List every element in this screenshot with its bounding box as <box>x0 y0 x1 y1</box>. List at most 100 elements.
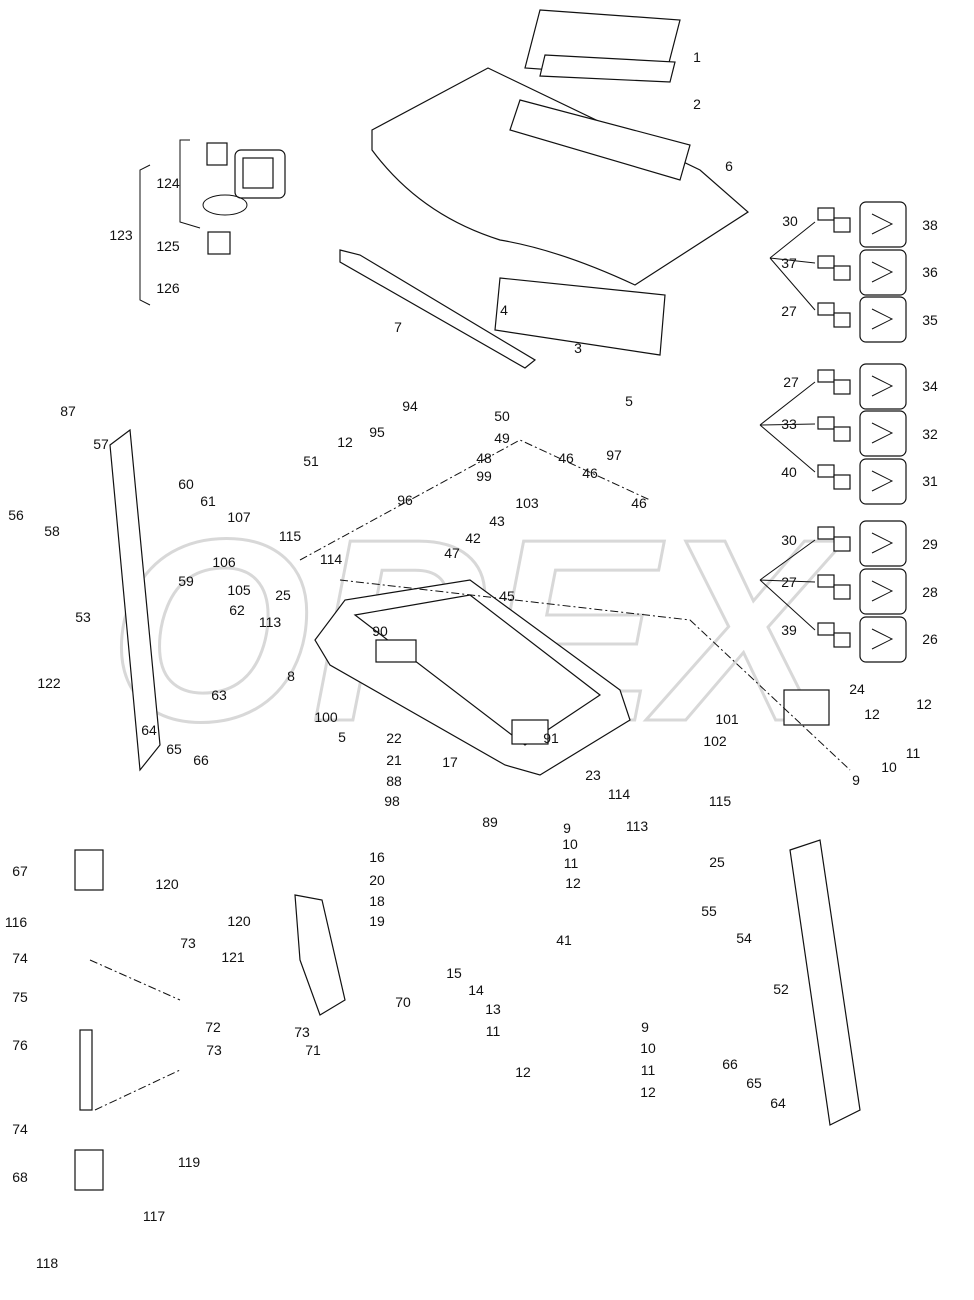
leader-lines <box>89 221 851 1111</box>
part-label: 117 <box>143 1208 166 1224</box>
part-label: 115 <box>709 793 732 809</box>
part-label: 2 <box>693 96 701 112</box>
part-label: 107 <box>227 509 251 525</box>
part-label: 63 <box>211 687 227 703</box>
part-label: 25 <box>709 854 725 870</box>
part-label: 22 <box>386 730 402 746</box>
part-label: 13 <box>485 1001 501 1017</box>
part-label: 42 <box>465 530 481 546</box>
part-label: 115 <box>279 528 302 544</box>
part-label: 15 <box>446 965 462 981</box>
part-label: 71 <box>305 1042 321 1058</box>
part-label: 55 <box>701 903 717 919</box>
part-label: 12 <box>916 696 932 712</box>
part-label: 12 <box>337 434 353 450</box>
part-label: 41 <box>556 932 572 948</box>
part-label: 87 <box>60 403 76 419</box>
part-label: 14 <box>468 982 484 998</box>
part-label: 23 <box>585 767 601 783</box>
part-label: 26 <box>922 631 938 647</box>
part-label: 57 <box>93 436 109 452</box>
part-label: 122 <box>37 675 61 691</box>
wiper-icon <box>817 458 907 505</box>
part-label: 102 <box>703 733 727 749</box>
part-label: 11 <box>641 1062 656 1078</box>
part-label: 52 <box>773 981 789 997</box>
part-label: 21 <box>386 752 402 768</box>
part-label: 37 <box>781 255 797 271</box>
part-label: 50 <box>494 408 510 424</box>
part-label: 94 <box>402 398 418 414</box>
part-label: 119 <box>178 1154 201 1170</box>
part-label: 90 <box>372 623 388 639</box>
part-label: 30 <box>782 213 798 229</box>
part-label: 113 <box>626 818 649 834</box>
part-label: 96 <box>397 492 413 508</box>
part-label: 11 <box>486 1023 501 1039</box>
part-label: 120 <box>155 876 179 892</box>
part-label: 98 <box>384 793 400 809</box>
part-label: 19 <box>369 913 385 929</box>
part-label: 89 <box>482 814 498 830</box>
part-label: 126 <box>156 280 180 296</box>
part-label: 10 <box>562 836 578 852</box>
part-label: 46 <box>558 450 574 466</box>
work-light-icon <box>817 616 907 663</box>
part-label: 91 <box>543 730 559 746</box>
warning-triangle-icon <box>817 410 907 457</box>
part-label: 120 <box>227 913 251 929</box>
part-label: 73 <box>206 1042 222 1058</box>
part-label: 56 <box>8 507 24 523</box>
camera-monitor-kit <box>139 139 286 306</box>
part-label: 39 <box>781 622 797 638</box>
part-label: 65 <box>746 1075 762 1091</box>
part-label: 66 <box>193 752 209 768</box>
part-label: 54 <box>736 930 752 946</box>
part-label: 97 <box>606 447 622 463</box>
part-label: 30 <box>781 532 797 548</box>
dashboard-console <box>314 579 830 776</box>
part-label: 64 <box>141 722 157 738</box>
part-label: 48 <box>476 450 492 466</box>
part-label: 35 <box>922 312 938 328</box>
part-label: 105 <box>227 582 251 598</box>
switch-panel <box>817 201 907 663</box>
part-label: 58 <box>44 523 60 539</box>
part-label: 27 <box>781 303 797 319</box>
part-label: 43 <box>489 513 505 529</box>
part-label: 4 <box>500 302 508 318</box>
part-label: 18 <box>369 893 385 909</box>
part-label: 5 <box>625 393 633 409</box>
part-label: 64 <box>770 1095 786 1111</box>
part-label: 61 <box>200 493 216 509</box>
part-label: 16 <box>369 849 385 865</box>
part-label: 124 <box>156 175 180 191</box>
part-label: 12 <box>565 875 581 891</box>
part-label: 11 <box>906 745 921 761</box>
part-label: 6 <box>725 158 733 174</box>
part-label: 9 <box>641 1019 649 1035</box>
part-label: 72 <box>205 1019 221 1035</box>
part-label: 25 <box>275 587 291 603</box>
part-label: 99 <box>476 468 492 484</box>
part-label: 66 <box>722 1056 738 1072</box>
part-label: 1 <box>693 49 701 65</box>
part-label: 31 <box>922 473 938 489</box>
wiper-spray-icon <box>817 296 907 343</box>
part-label: 67 <box>12 863 28 879</box>
part-label: 10 <box>640 1040 656 1056</box>
part-label: 68 <box>12 1169 28 1185</box>
part-label: 103 <box>515 495 539 511</box>
part-label: 12 <box>640 1084 656 1100</box>
part-label: 20 <box>369 872 385 888</box>
part-label: 65 <box>166 741 182 757</box>
part-label: 76 <box>12 1037 28 1053</box>
part-label: 45 <box>499 588 515 604</box>
part-label: 5 <box>338 729 346 745</box>
part-label: 12 <box>515 1064 531 1080</box>
pillars <box>74 428 861 1191</box>
part-label: 118 <box>36 1255 59 1271</box>
part-label: 9 <box>563 820 571 836</box>
